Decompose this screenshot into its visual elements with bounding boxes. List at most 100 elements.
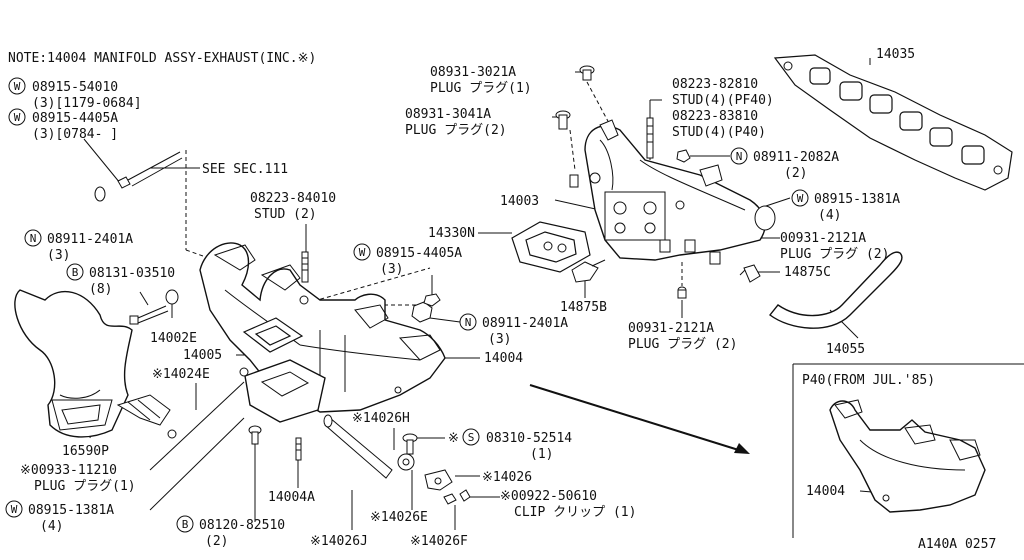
stud-08223-84010 [301, 251, 309, 283]
callout-14002e: 14002E [150, 331, 197, 346]
svg-text:W: W [11, 503, 18, 516]
bolt-08310 [402, 433, 418, 455]
svg-text:B: B [182, 518, 189, 531]
svg-text:PLUG プラグ(1): PLUG プラグ(1) [430, 81, 532, 96]
svg-text:08223-83810: 08223-83810 [672, 109, 758, 124]
svg-text:W: W [359, 246, 366, 259]
svg-text:(4): (4) [40, 519, 63, 534]
svg-text:08911-2401A: 08911-2401A [47, 232, 133, 247]
callout-00931-2121a-lower: 00931-2121A [628, 321, 714, 336]
sensor-14875b [571, 259, 606, 283]
callout-see-sec-111: SEE SEC.111 [202, 162, 288, 177]
callout-14026e: ※14026E [370, 510, 428, 525]
bolt-upper-left [117, 151, 183, 189]
leader-lines [83, 58, 885, 530]
washer-08915-4405a [423, 293, 441, 307]
callout-14024e: ※14024E [152, 367, 210, 382]
stud-14004a [295, 437, 302, 461]
callout-08915-1381a-right: W 08915-1381A (4) [791, 189, 900, 223]
inset-panel: P40(FROM JUL.'85) [792, 363, 1024, 538]
callout-08911-2401a-right: N 08911-2401A (3) [459, 313, 568, 347]
svg-text:STUD(4)(PF40): STUD(4)(PF40) [672, 93, 774, 108]
svg-text:08310-52514: 08310-52514 [486, 431, 572, 446]
callout-08223-82810: 08223-82810 [672, 77, 758, 92]
svg-text:(2): (2) [205, 534, 228, 549]
figure-code: A140A 0257 [918, 537, 996, 552]
shield-bracket [116, 394, 171, 426]
intake-manifold-14003 [569, 119, 776, 265]
callout-14055: 14055 [826, 342, 865, 357]
svg-text:N: N [30, 232, 37, 245]
callout-08931-3021a: 08931-3021A [430, 65, 516, 80]
nut-08911-2082a [676, 149, 691, 163]
svg-text:STUD (2): STUD (2) [254, 207, 317, 222]
callout-08223-84010: 08223-84010 [250, 191, 336, 206]
svg-text:W: W [797, 192, 804, 205]
stud-08223-82810 [646, 117, 654, 159]
washer-14002e [165, 289, 179, 305]
svg-text:08915-1381A: 08915-1381A [28, 503, 114, 518]
callout-08931-3041a: 08931-3041A [405, 107, 491, 122]
direction-arrow [529, 384, 746, 453]
plug-14024e [239, 367, 249, 377]
callout-08915-54010: W 08915-54010 (3)[1179-0684] [8, 77, 142, 111]
svg-text:S: S [468, 431, 475, 444]
callout-14026h: ※14026H [352, 411, 410, 426]
shaft-14026j [324, 417, 393, 479]
pipe-14055 [769, 251, 903, 329]
svg-text:(8): (8) [89, 282, 112, 297]
callout-14005: 14005 [183, 348, 222, 363]
washer-left [94, 186, 106, 202]
callout-08911-2401a-left: N 08911-2401A (3) [24, 229, 133, 263]
svg-text:(4): (4) [818, 208, 841, 223]
callout-14004: 14004 [484, 351, 523, 366]
svg-text:W: W [14, 111, 21, 124]
bolt-08120 [248, 425, 262, 445]
callout-08131-03510: B 08131-03510 (8) [66, 263, 175, 297]
svg-text:B: B [72, 266, 79, 279]
callout-08120-82510: B 08120-82510 (2) [176, 515, 285, 549]
svg-text:PLUG プラグ (2): PLUG プラグ (2) [628, 337, 737, 352]
svg-text:08915-54010: 08915-54010 [32, 80, 118, 95]
svg-text:08911-2401A: 08911-2401A [482, 316, 568, 331]
svg-text:※: ※ [448, 431, 459, 446]
svg-text:08131-03510: 08131-03510 [89, 266, 175, 281]
callout-14004-inset: 14004 [806, 484, 845, 499]
svg-text:(1): (1) [530, 447, 553, 462]
callout-14875b: 14875B [560, 300, 607, 315]
svg-text:(3)[1179-0684]: (3)[1179-0684] [32, 96, 142, 111]
callouts: W 08915-54010 (3)[1179-0684] W 08915-440… [5, 47, 915, 549]
svg-text:PLUG プラグ (2): PLUG プラグ (2) [780, 247, 889, 262]
clip-00922 [459, 489, 471, 502]
callout-00931-2121a-upper: 00931-2121A [780, 231, 866, 246]
callout-08915-4405a-left: W 08915-4405A (3)[0784- ] [8, 108, 118, 142]
callout-14003: 14003 [500, 194, 539, 209]
callout-14330n: 14330N [428, 226, 475, 241]
callout-08915-1381a-left: W 08915-1381A (4) [5, 500, 114, 534]
arrow-head-icon [734, 443, 750, 454]
callout-16590p: 16590P [62, 444, 109, 459]
svg-text:08911-2082A: 08911-2082A [753, 150, 839, 165]
svg-text:(3): (3) [380, 262, 403, 277]
plug-00933 [167, 429, 177, 439]
callout-08310-52514: ※ S 08310-52514 (1) [448, 428, 572, 462]
svg-text:N: N [736, 150, 743, 163]
gasket-14035 [773, 54, 1013, 191]
callout-00922-50610: ※00922-50610 [500, 489, 597, 504]
lever-14026 [424, 469, 453, 491]
inset-title: P40(FROM JUL.'85) [802, 373, 935, 388]
svg-text:STUD(4)(P40): STUD(4)(P40) [672, 125, 766, 140]
callout-14004a: 14004A [268, 490, 315, 505]
svg-text:(2): (2) [784, 166, 807, 181]
svg-text:(3): (3) [488, 332, 511, 347]
svg-text:(3)[0784- ]: (3)[0784- ] [32, 127, 118, 142]
plug-00931-2121a-lower [677, 286, 687, 299]
callout-14035: 14035 [876, 47, 915, 62]
part-14026f [443, 493, 457, 505]
callout-00933-11210: ※00933-11210 [20, 463, 117, 478]
svg-text:W: W [14, 80, 21, 93]
svg-text:08120-82510: 08120-82510 [199, 518, 285, 533]
callout-14026f: ※14026F [410, 534, 468, 549]
callout-14026: ※14026 [482, 470, 532, 485]
